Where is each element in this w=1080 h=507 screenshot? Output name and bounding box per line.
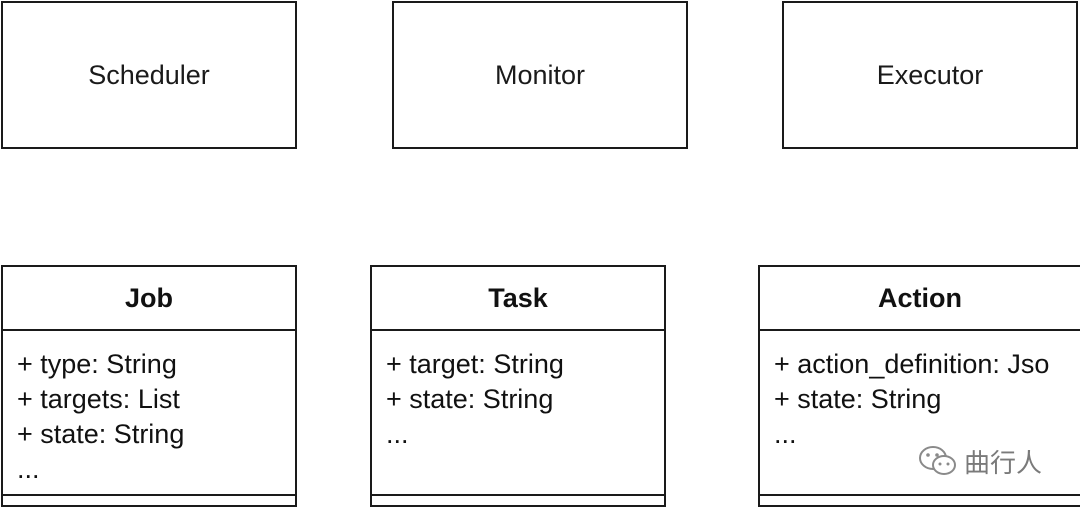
action-methods-section bbox=[760, 494, 1080, 505]
job-class-name: Job bbox=[3, 267, 295, 331]
action-attr-ellipsis: ... bbox=[774, 419, 797, 449]
scheduler-label: Scheduler bbox=[88, 59, 210, 90]
job-attr-type: + type: String bbox=[17, 349, 177, 379]
job-attr-ellipsis: ... bbox=[17, 454, 40, 484]
scheduler-box: Scheduler bbox=[1, 1, 297, 149]
task-attr-target: + target: String bbox=[386, 349, 564, 379]
job-attr-targets: + targets: List bbox=[17, 384, 180, 414]
monitor-label: Monitor bbox=[494, 59, 586, 90]
executor-box: Executor bbox=[782, 1, 1078, 149]
task-class: Task + target: String + state: String ..… bbox=[370, 265, 666, 507]
wechat-icon bbox=[919, 446, 956, 475]
task-attr-state: + state: String bbox=[386, 384, 554, 414]
executor-label: Executor bbox=[876, 59, 984, 90]
job-attributes: + type: String + targets: List + state: … bbox=[3, 331, 295, 487]
monitor-box: Monitor bbox=[392, 1, 688, 149]
action-class-name: Action bbox=[760, 267, 1080, 331]
watermark-text: 曲行人 bbox=[964, 448, 1043, 479]
job-attr-state: + state: String bbox=[17, 419, 185, 449]
action-attr-definition: + action_definition: Jso bbox=[774, 349, 1050, 379]
job-methods-section bbox=[3, 494, 295, 505]
action-class: Action + action_definition: Jso + state:… bbox=[758, 265, 1080, 507]
watermark: 曲行人 bbox=[918, 441, 1042, 481]
task-attr-ellipsis: ... bbox=[386, 419, 409, 449]
action-attr-state: + state: String bbox=[774, 384, 942, 414]
job-class: Job + type: String + targets: List + sta… bbox=[1, 265, 297, 507]
task-methods-section bbox=[372, 494, 664, 505]
task-class-name: Task bbox=[372, 267, 664, 331]
action-attributes: + action_definition: Jso + state: String… bbox=[760, 331, 1080, 452]
task-attributes: + target: String + state: String ... bbox=[372, 331, 664, 452]
